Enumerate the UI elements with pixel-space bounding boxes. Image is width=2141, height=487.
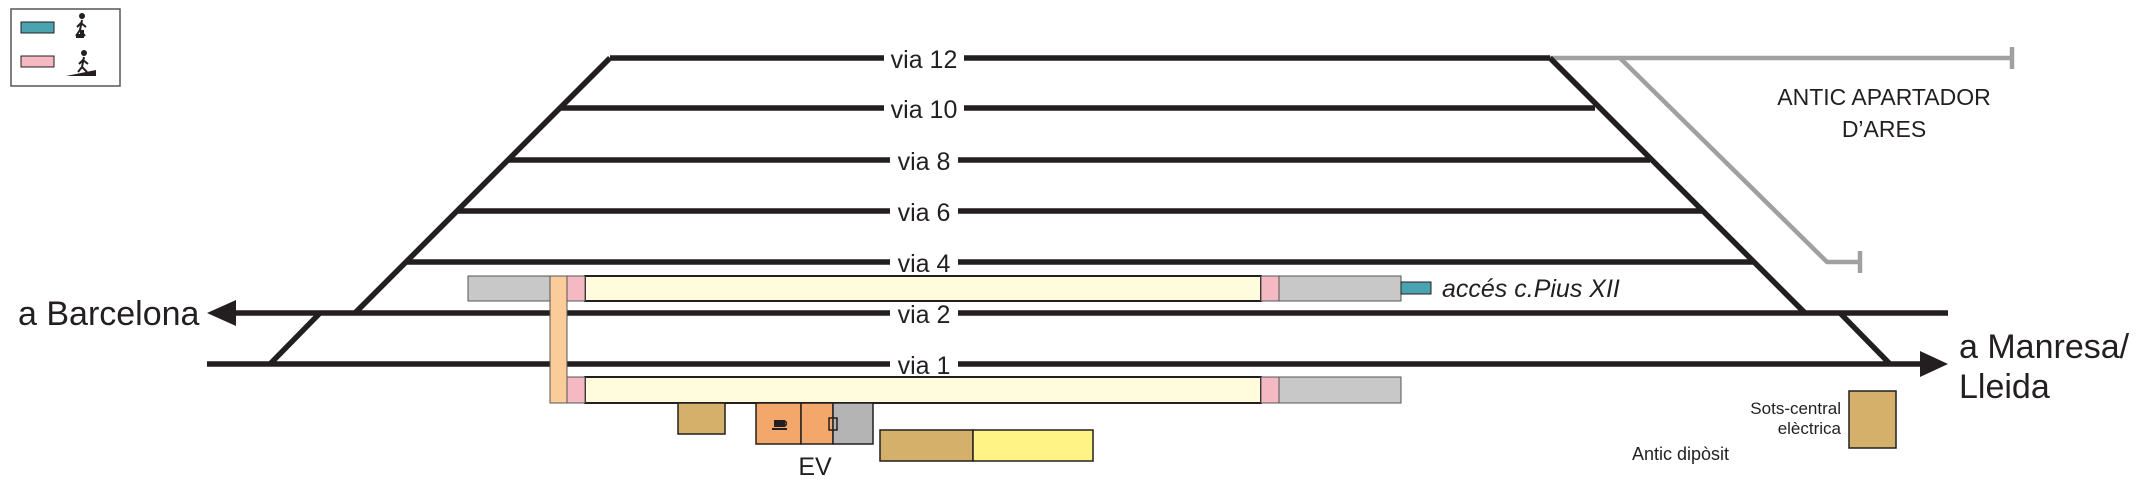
- label-to-manresa-line2: Lleida: [1959, 368, 2050, 406]
- arrow-barcelona-icon: [207, 300, 236, 326]
- legend: [10, 8, 121, 87]
- label-via-8: via 8: [898, 148, 951, 176]
- label-via-2: via 2: [898, 301, 951, 329]
- old-siding: [1548, 47, 2015, 273]
- label-siding-line1: ANTIC APARTADOR: [1777, 84, 1990, 110]
- underpass-ramp-lower-left: [566, 376, 586, 404]
- pedestrian-stairs-icon: [72, 13, 87, 38]
- place-labels: ANTIC APARTADOR D’ARES accés c.Pius XII …: [18, 84, 2130, 481]
- label-to-manresa-line1: a Manresa/: [1959, 328, 2130, 366]
- label-via-1: via 1: [898, 352, 951, 380]
- label-to-barcelona: a Barcelona: [18, 295, 200, 333]
- underpass-ramp-upper-left: [566, 275, 586, 302]
- tracks: [207, 55, 1948, 367]
- label-station-building: EV: [798, 453, 832, 481]
- buildings: [677, 390, 1897, 462]
- label-substation-line1: Sots-central: [1750, 399, 1841, 418]
- toilet-icon: [828, 417, 838, 431]
- platform-lower-ext-right: [1278, 376, 1402, 404]
- underpass-stairs-access: [1400, 281, 1432, 295]
- platform-upper: [584, 275, 1262, 302]
- building-small: [677, 402, 726, 435]
- pedestrian-crossing: [549, 275, 568, 404]
- arrow-manresa-icon: [1920, 351, 1948, 377]
- platforms: [467, 275, 1432, 404]
- warehouse-yellow: [972, 429, 1094, 462]
- label-old-depot: Antic dipòsit: [1632, 444, 1729, 464]
- label-siding-line2: D’ARES: [1842, 116, 1926, 142]
- underpass-ramp-upper-right: [1260, 275, 1280, 302]
- platform-lower: [584, 376, 1262, 404]
- label-access-pius-xii: accés c.Pius XII: [1442, 275, 1620, 303]
- label-via-6: via 6: [898, 199, 951, 227]
- underpass-ramp-lower-right: [1260, 376, 1280, 404]
- label-via-4: via 4: [898, 250, 951, 278]
- label-via-12: via 12: [891, 46, 958, 74]
- cafe-icon: [772, 420, 788, 430]
- underpass-ramp-swatch: [20, 55, 55, 68]
- platform-upper-ext-left: [467, 275, 551, 302]
- label-via-10: via 10: [891, 96, 958, 124]
- warehouse-brown: [879, 429, 974, 462]
- station-building-mid: [800, 402, 834, 445]
- label-substation-line2: elèctrica: [1778, 419, 1842, 438]
- pedestrian-ramp-icon: [66, 50, 96, 76]
- substation-building: [1848, 390, 1897, 449]
- station-building-annex: [832, 402, 874, 445]
- platform-upper-ext-right: [1278, 275, 1402, 302]
- underpass-stairs-swatch: [20, 21, 55, 34]
- direction-arrows: [207, 300, 1948, 377]
- track-labels: via 12 via 10 via 8 via 6 via 4 via 2 vi…: [884, 46, 964, 380]
